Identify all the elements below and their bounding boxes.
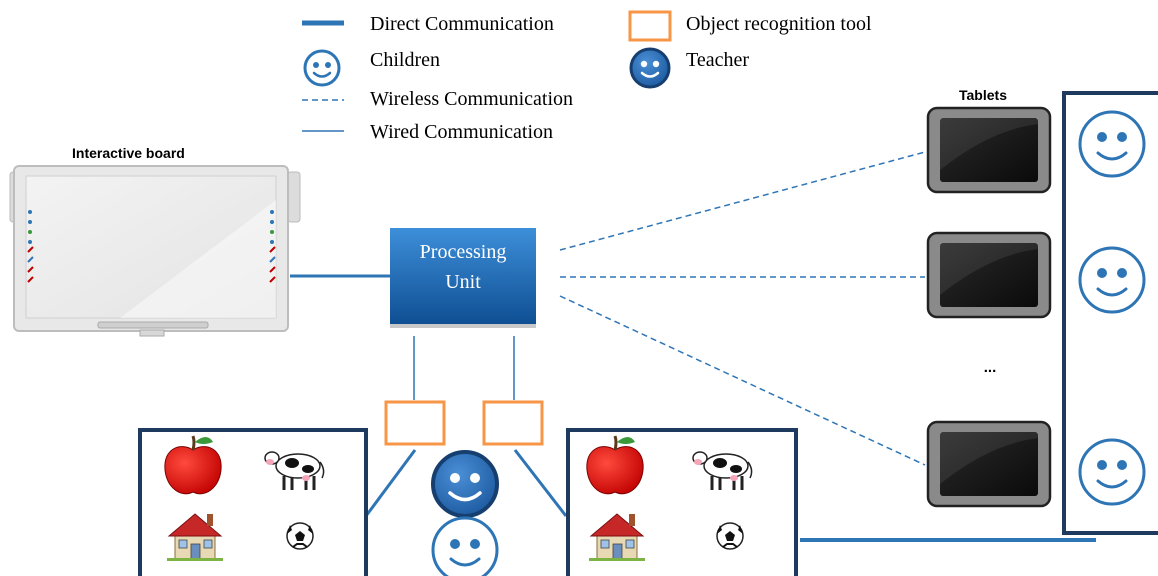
legend-direct-label: Direct Communication (370, 13, 554, 35)
object-recognition-tool-left (384, 400, 446, 446)
object-panel-left (138, 428, 368, 576)
child-icon (1078, 438, 1146, 506)
interactive-board (9, 165, 301, 337)
wireless-line-tablet-3 (559, 295, 926, 466)
legend-wired-label: Wired Communication (370, 121, 553, 143)
teacher-icon (431, 450, 499, 518)
wireless-line-tablet-1 (559, 151, 926, 251)
legend-object-tool-icon (628, 10, 672, 42)
tablets-ellipsis: ... (984, 359, 997, 376)
soccer-ball-icon (716, 522, 744, 550)
board-left-pen-tray (27, 210, 34, 283)
house-icon (167, 513, 223, 561)
legend-children-label: Children (370, 49, 440, 71)
object-recognition-tool-right (482, 400, 544, 446)
apple-icon (164, 435, 222, 495)
direct-line-right-panel (513, 449, 568, 517)
apple-icon (586, 435, 644, 495)
legend-object-tool-label: Object recognition tool (686, 13, 872, 35)
board-right-pen-tray (269, 210, 276, 283)
cow-icon (264, 451, 325, 490)
tablets-label: Tablets (959, 87, 1007, 103)
board-bottom-tray (97, 321, 209, 329)
legend-children-icon (303, 49, 341, 87)
legend-teacher-icon (629, 47, 671, 89)
cow-icon (692, 451, 753, 490)
tablet-icon (926, 420, 1052, 508)
tablet-icon (926, 106, 1052, 194)
legend-wireless-label: Wireless Communication (370, 88, 573, 110)
legend-teacher-label: Teacher (686, 49, 749, 71)
legend: Direct Communication Children Wireless C… (302, 10, 872, 143)
board-label: Interactive board (72, 145, 185, 161)
house-icon (589, 513, 645, 561)
soccer-ball-icon (286, 522, 314, 550)
object-panel-right (566, 428, 798, 576)
child-icon (1078, 110, 1146, 178)
direct-line-left-panel (364, 449, 417, 517)
processing-unit-line2: Unit (445, 271, 481, 293)
processing-unit: Processing Unit (390, 228, 536, 328)
tablet-icon (926, 231, 1052, 319)
processing-unit-line1: Processing (420, 241, 507, 263)
child-icon (1078, 246, 1146, 314)
child-icon-center (431, 516, 499, 576)
